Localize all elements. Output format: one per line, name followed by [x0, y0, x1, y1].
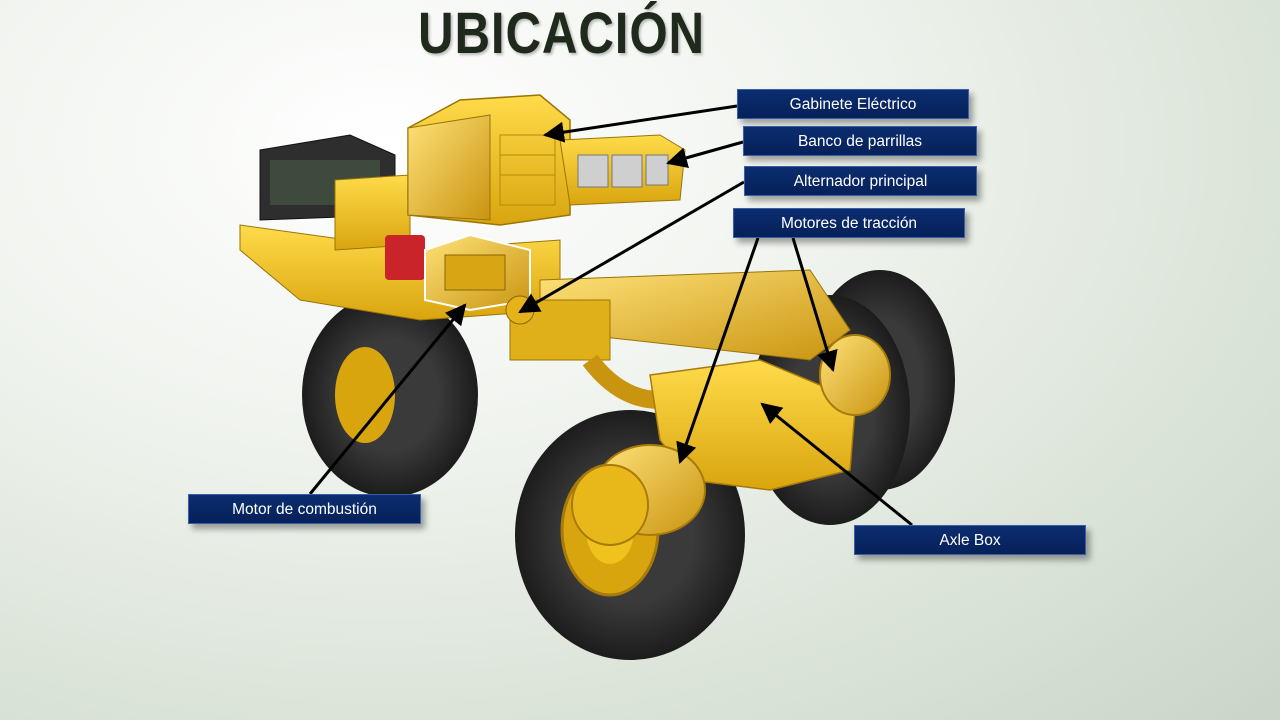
axle-box	[571, 334, 891, 546]
grid-bank	[559, 134, 686, 206]
arrow-motores-left	[676, 237, 760, 464]
operator-cab	[259, 134, 425, 280]
label-motores-de-traccion: Motores de tracción	[733, 208, 965, 238]
label-axle-box: Axle Box	[854, 525, 1086, 555]
label-banco-de-parrillas: Banco de parrillas	[743, 126, 977, 156]
label-alternador-principal: Alternador principal	[744, 166, 977, 196]
arrow-alternador	[518, 180, 745, 314]
arrow-axle	[760, 402, 913, 527]
label-gabinete-electrico: Gabinete Eléctrico	[737, 89, 969, 119]
slide-title: UBICACIÓN	[418, 1, 706, 66]
electrical-cabinet	[407, 94, 571, 226]
arrow-gabinete	[542, 104, 738, 143]
arrow-motores-right	[791, 237, 838, 373]
label-motor-de-combustion: Motor de combustión	[188, 494, 421, 524]
arrow-banco	[665, 140, 744, 169]
arrow-combustion	[308, 303, 467, 495]
leader-arrows	[308, 104, 913, 527]
